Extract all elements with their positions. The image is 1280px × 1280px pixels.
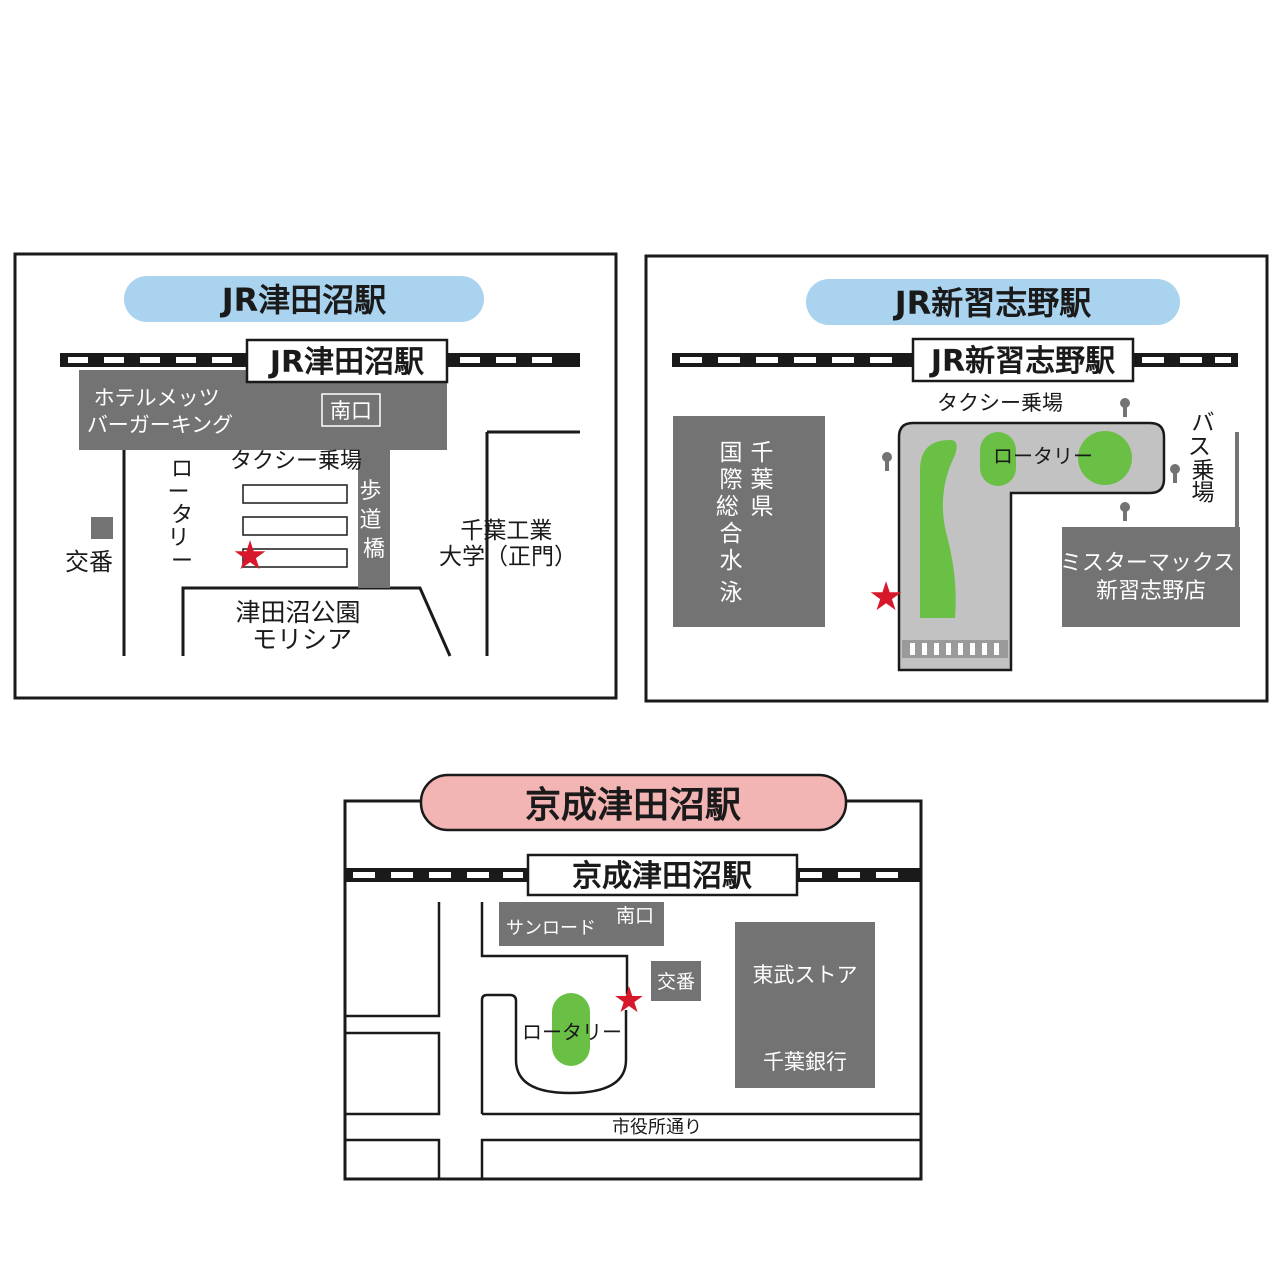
map-keisei-tsudanuma: 京成津田沼駅 京成津田沼駅 ロータリー サンロード 南口 交番 xyxy=(343,773,923,1181)
exit-box xyxy=(321,393,381,427)
footbridge-label: 歩 道 橋 xyxy=(359,479,388,562)
pool-building xyxy=(673,416,825,627)
koban-marker xyxy=(91,517,113,539)
green-circle xyxy=(1078,431,1132,485)
building-line-2: バーガーキング xyxy=(87,413,233,437)
pool-label-col1: 国際総 合水泳 xyxy=(716,440,746,606)
footbridge xyxy=(358,450,390,588)
title-pill xyxy=(419,773,848,832)
sunroad-building xyxy=(499,902,664,946)
taxi-bay xyxy=(242,484,348,504)
crosswalk xyxy=(902,640,1008,658)
map-frame xyxy=(13,252,618,700)
koban-label: 交番 xyxy=(65,548,113,576)
exit-label: 南口 xyxy=(330,399,372,423)
building-line-1: ホテルメッツ xyxy=(94,386,220,410)
tobu-label: 東武ストア xyxy=(753,963,858,987)
exit-label: 南口 xyxy=(616,905,654,927)
roads xyxy=(345,902,921,1179)
station-building xyxy=(79,370,447,450)
rotary-label: ロータリー xyxy=(993,444,1093,468)
railway-ties xyxy=(680,357,1231,363)
map-jr-shinnarashino: JR新習志野駅 JR新習志野駅 タクシー乗場 千葉県 国際総 合水泳 xyxy=(644,254,1269,703)
koban-building xyxy=(651,961,701,1001)
store-building xyxy=(735,922,875,1088)
store-building xyxy=(1062,527,1240,627)
station-label-box xyxy=(911,337,1135,383)
green-island xyxy=(980,432,1016,486)
koban-label: 交番 xyxy=(657,971,695,993)
taxi-label: タクシー乗場 xyxy=(230,449,362,474)
taxi-bay xyxy=(242,548,348,568)
rotary-island xyxy=(552,993,590,1066)
map-jr-tsudanuma: JR津田沼駅 JR津田沼駅 ホテルメッツ バーガーキング 南口 歩 xyxy=(13,252,618,700)
park-label: 津田沼公園 モリシア xyxy=(236,598,369,654)
roads xyxy=(122,430,580,657)
railway-ties xyxy=(68,357,552,363)
station-label: 京成津田沼駅 xyxy=(572,859,752,894)
bus-label: バス 乗場 xyxy=(1188,410,1218,506)
title-pill xyxy=(124,276,484,322)
title-pill xyxy=(806,279,1180,325)
pool-label-col2: 千葉県 xyxy=(751,440,774,520)
taxi-label: タクシー乗場 xyxy=(937,391,1063,415)
green-strip xyxy=(920,440,957,618)
store-label: ミスターマックス 新習志野店 xyxy=(1060,551,1242,604)
street-label: 市役所通り xyxy=(612,1117,702,1138)
location-star: ★ xyxy=(613,980,645,1021)
location-star: ★ xyxy=(868,574,904,620)
bus-stop-icon xyxy=(882,398,1180,521)
location-star: ★ xyxy=(232,533,268,579)
map-title: JR新習志野駅 xyxy=(893,284,1092,322)
map-title: 京成津田沼駅 xyxy=(525,784,741,826)
university-label: 千葉工業 大学（正門） xyxy=(439,518,577,570)
map-title: JR津田沼駅 xyxy=(220,281,387,319)
station-label: JR津田沼駅 xyxy=(268,345,424,380)
rotary-area xyxy=(897,421,1166,672)
taxi-bay xyxy=(242,516,348,536)
building-label: ホテルメッツ バーガーキング xyxy=(87,386,233,437)
crosswalk-stripes xyxy=(910,643,999,655)
station-label: JR新習志野駅 xyxy=(929,344,1115,379)
rotary-label: ロータリー xyxy=(522,1020,622,1044)
station-label-box xyxy=(245,338,449,384)
bank-label: 千葉銀行 xyxy=(763,1050,847,1074)
rotary-label: ロー タリ ー xyxy=(167,457,196,574)
station-label-box xyxy=(526,853,799,897)
railway-ties xyxy=(353,872,898,878)
sunroad-label: サンロード xyxy=(506,918,596,939)
